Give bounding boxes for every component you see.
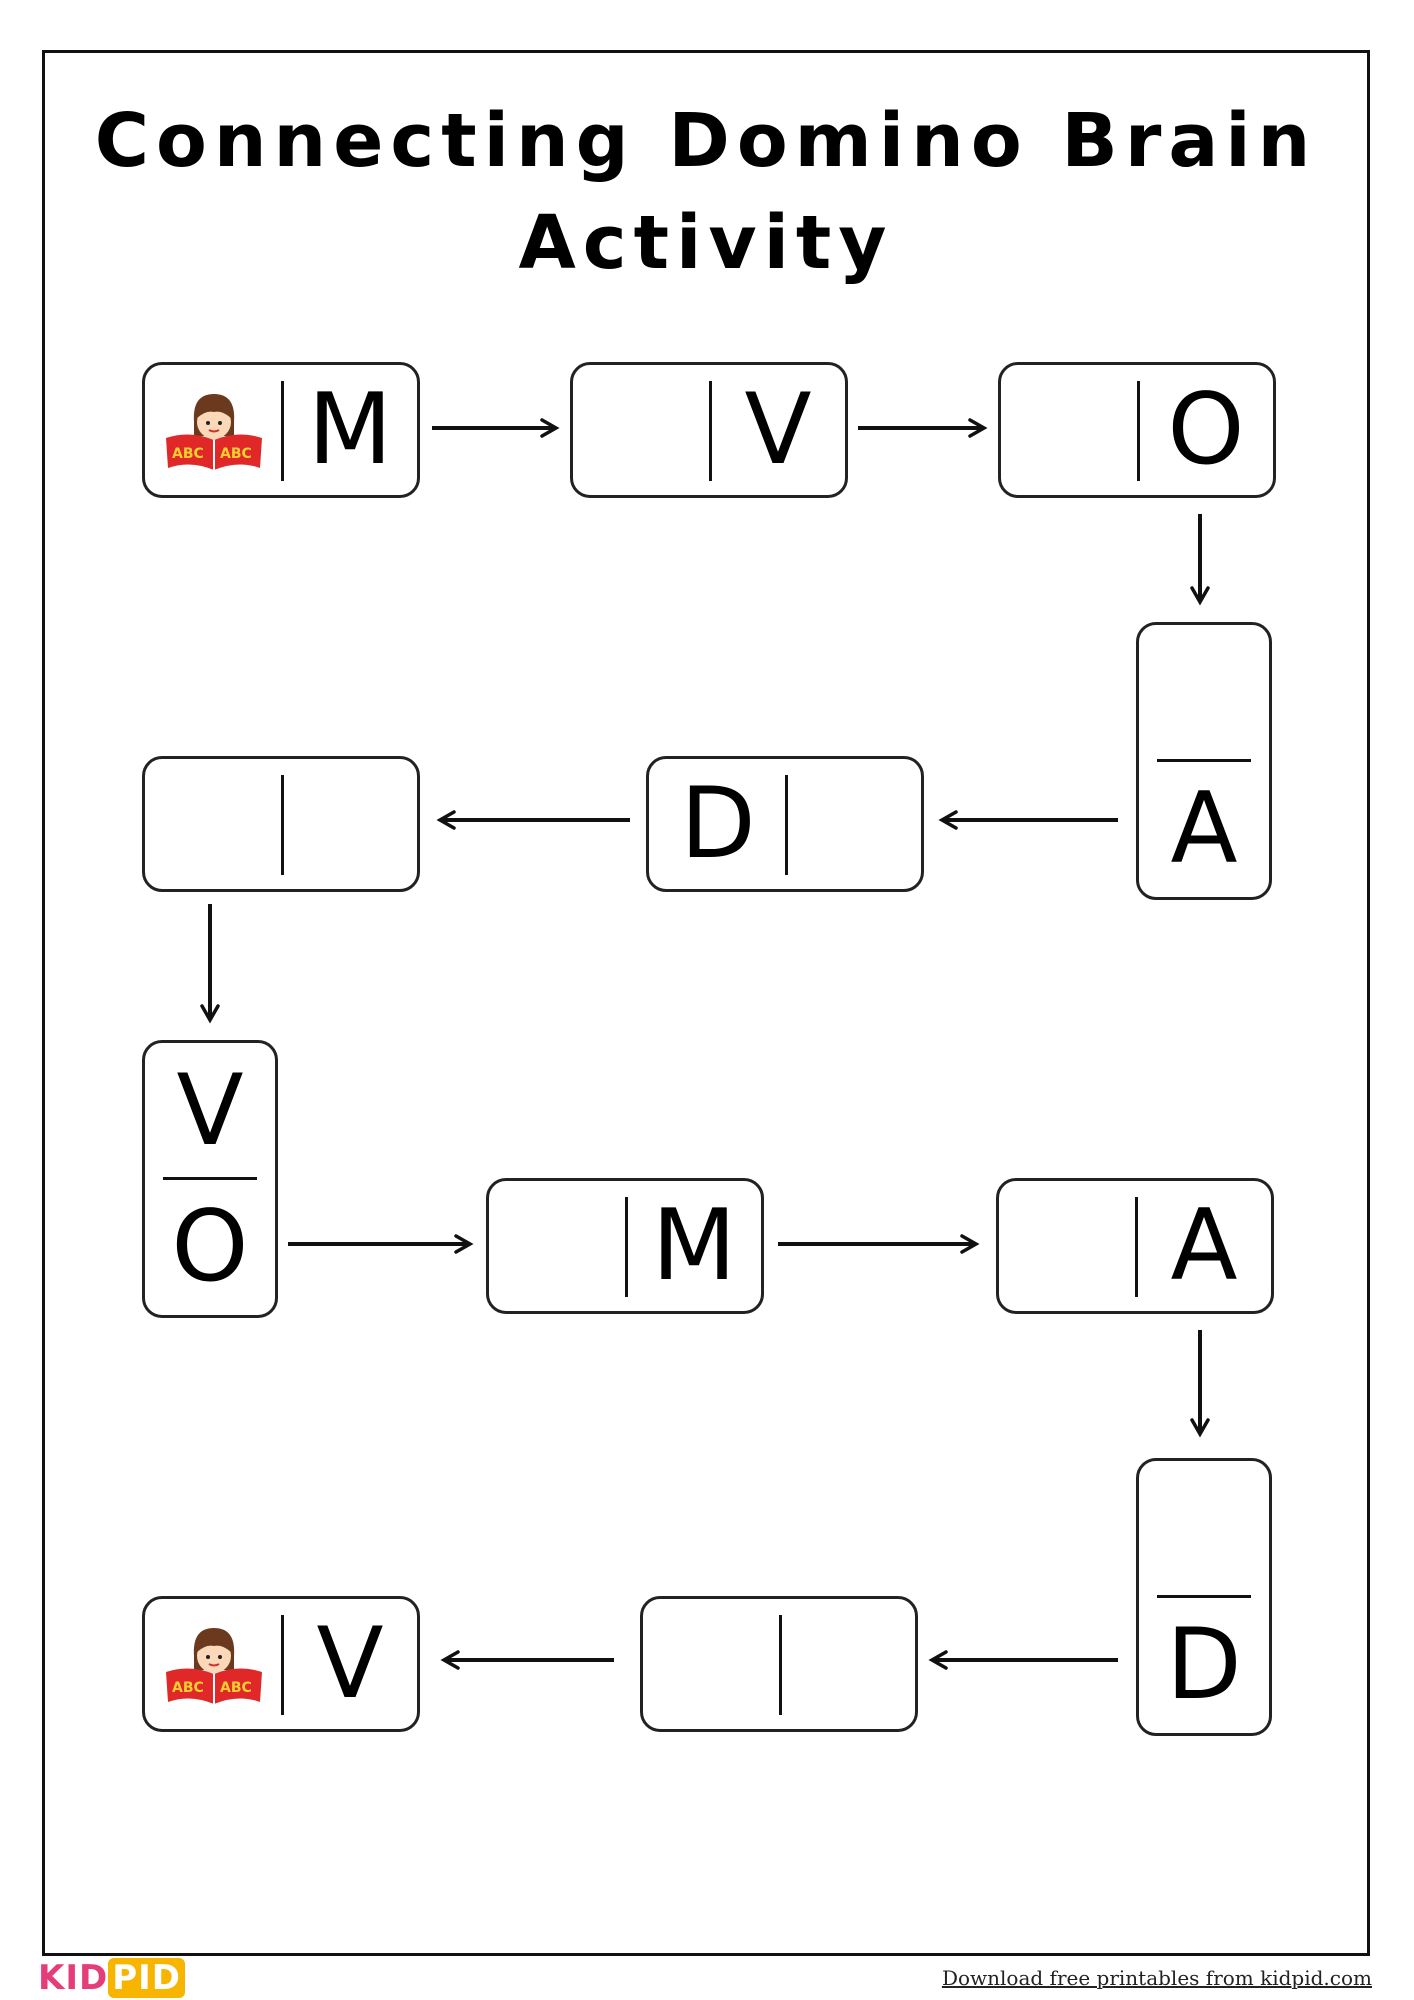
tile-9-right: A xyxy=(1170,1189,1238,1303)
tile-11-right-blank[interactable] xyxy=(781,1599,915,1729)
tile-7-bottom: O xyxy=(171,1190,249,1304)
domino-tile-7: V O xyxy=(142,1040,278,1318)
tile-12-left: ABC ABC xyxy=(145,1599,283,1729)
tile-4-bottom: A xyxy=(1170,772,1238,886)
tile-8-left-blank[interactable] xyxy=(489,1181,627,1311)
domino-tile-8[interactable]: M xyxy=(486,1178,764,1314)
tile-3-right: O xyxy=(1167,373,1245,487)
tile-divider xyxy=(1157,759,1251,762)
tile-divider xyxy=(625,1197,628,1297)
book-text-left: ABC xyxy=(172,1680,204,1696)
domino-tile-11[interactable] xyxy=(640,1596,918,1732)
tile-3-left-blank[interactable] xyxy=(1001,365,1139,495)
tile-divider xyxy=(709,381,712,481)
tile-5-right-blank[interactable] xyxy=(787,759,921,889)
tile-6-right-blank[interactable] xyxy=(283,759,417,889)
tile-6-left-blank[interactable] xyxy=(145,759,283,889)
tile-12-right: V xyxy=(316,1607,384,1721)
tile-divider xyxy=(163,1177,257,1180)
domino-tile-3[interactable]: O xyxy=(998,362,1276,498)
domino-tile-1: ABC ABC M xyxy=(142,362,420,498)
domino-tile-10[interactable]: D xyxy=(1136,1458,1272,1736)
domino-tile-4[interactable]: A xyxy=(1136,622,1272,900)
domino-tile-12: ABC ABC V xyxy=(142,1596,420,1732)
tile-divider xyxy=(1137,381,1140,481)
logo-part-2: PID xyxy=(108,1958,186,1998)
tile-4-top-blank[interactable] xyxy=(1139,625,1269,761)
girl-reading-icon: ABC ABC xyxy=(166,1628,262,1704)
book-text-left: ABC xyxy=(172,446,204,462)
tile-7-top: V xyxy=(176,1054,244,1168)
domino-tile-2[interactable]: V xyxy=(570,362,848,498)
book-text-right: ABC xyxy=(220,446,252,462)
tile-1-left: ABC ABC xyxy=(145,365,283,495)
page-title-line-1: Connecting Domino Brain xyxy=(94,98,1318,184)
tile-9-left-blank[interactable] xyxy=(999,1181,1137,1311)
tile-divider xyxy=(281,1615,284,1715)
girl-reading-icon: ABC ABC xyxy=(166,394,262,470)
tile-8-right: M xyxy=(651,1189,737,1303)
tile-10-bottom: D xyxy=(1166,1608,1242,1722)
domino-tile-6[interactable] xyxy=(142,756,420,892)
tile-divider xyxy=(785,775,788,875)
tile-10-top-blank[interactable] xyxy=(1139,1461,1269,1597)
tile-divider xyxy=(1157,1595,1251,1598)
page-border xyxy=(42,50,1370,1956)
tile-divider xyxy=(779,1615,782,1715)
tile-divider xyxy=(281,381,284,481)
tile-2-right: V xyxy=(744,373,812,487)
tile-divider xyxy=(281,775,284,875)
book-text-right: ABC xyxy=(220,1680,252,1696)
footer-link[interactable]: Download free printables from kidpid.com xyxy=(941,1966,1372,1990)
page-title-line-2: Activity xyxy=(518,200,894,286)
logo-part-1: KID xyxy=(38,1958,109,1998)
tile-divider xyxy=(1135,1197,1138,1297)
domino-tile-5[interactable]: D xyxy=(646,756,924,892)
tile-5-left: D xyxy=(680,767,756,881)
domino-tile-9[interactable]: A xyxy=(996,1178,1274,1314)
tile-2-left-blank[interactable] xyxy=(573,365,711,495)
tile-11-left-blank[interactable] xyxy=(643,1599,781,1729)
tile-1-right: M xyxy=(307,373,393,487)
